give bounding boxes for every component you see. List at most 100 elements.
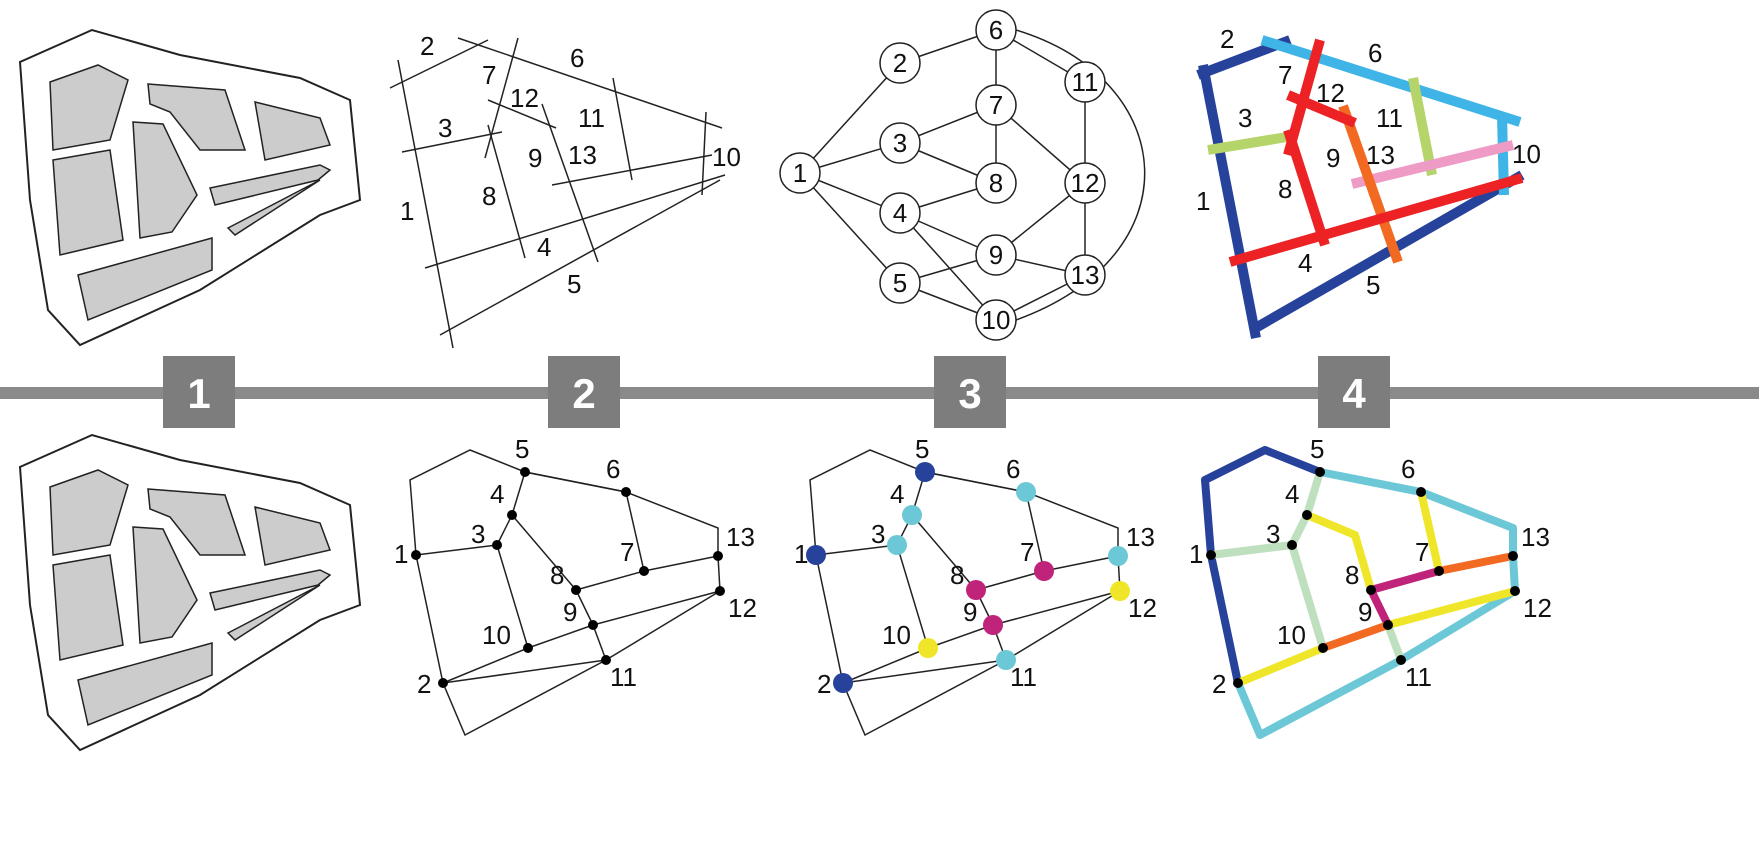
network-edge-4-5 xyxy=(511,471,526,516)
colored-edge-node-label-3: 3 xyxy=(1266,519,1280,549)
network-node-2 xyxy=(833,673,853,693)
line-6 xyxy=(457,37,723,129)
network-edge-6-7 xyxy=(625,491,645,572)
colored-edge-node-label-13: 13 xyxy=(1521,522,1550,552)
graph-node-6 xyxy=(975,9,1017,51)
colored-line-4 xyxy=(1228,173,1524,267)
colored-edge-node-2 xyxy=(1233,678,1243,688)
network-node-label-3: 3 xyxy=(471,519,485,549)
network-node-label-3: 3 xyxy=(871,519,885,549)
colored-edge-node-label-11: 11 xyxy=(1405,662,1432,692)
top-line-labels: 1 2 3 4 5 6 7 8 9 10 11 12 13 xyxy=(400,31,741,299)
network-node-5 xyxy=(915,462,935,482)
line-label-5: 5 xyxy=(567,269,581,299)
colored-edge-node-label-2: 2 xyxy=(1212,669,1226,699)
city-block xyxy=(209,164,332,206)
colored-edge-node-11 xyxy=(1396,655,1406,665)
line-label-8: 8 xyxy=(482,181,496,211)
colored-line-3 xyxy=(1207,131,1294,155)
colored-line-12 xyxy=(1286,90,1357,128)
line-2 xyxy=(389,39,489,89)
graph-node-label-12: 12 xyxy=(1071,168,1100,198)
network-node-label-10: 10 xyxy=(882,620,911,650)
line-label-2: 2 xyxy=(420,31,434,61)
network-node-3 xyxy=(887,535,907,555)
graph-node-label-4: 4 xyxy=(893,198,907,228)
network-node-label-5: 5 xyxy=(515,434,529,464)
city-block xyxy=(49,469,129,556)
graph-edges xyxy=(799,29,1086,321)
colored-label-4: 4 xyxy=(1298,248,1312,278)
graph-node-4 xyxy=(879,192,921,234)
network-node-12 xyxy=(715,586,725,596)
colored-edge-node-8 xyxy=(1366,585,1376,595)
network-node-label-11: 11 xyxy=(610,662,637,692)
graph-node-5 xyxy=(879,262,921,304)
step-badge-2: 2 xyxy=(548,356,620,428)
colored-label-10: 10 xyxy=(1512,139,1541,169)
graph-edge-1-5 xyxy=(799,172,901,284)
network-node-label-5: 5 xyxy=(915,434,929,464)
line-label-6: 6 xyxy=(570,43,584,73)
network-edge-8-7 xyxy=(575,570,645,591)
colored-edge-node-label-6: 6 xyxy=(1401,454,1415,484)
line-8 xyxy=(487,124,526,259)
colored-label-13: 13 xyxy=(1366,140,1395,170)
colored-label-1: 1 xyxy=(1196,186,1210,216)
line-label-11: 11 xyxy=(578,103,605,133)
graph-node-11 xyxy=(1064,61,1106,103)
edge-path-yellow-d xyxy=(1417,491,1443,572)
colored-label-12: 12 xyxy=(1316,78,1345,108)
city-block xyxy=(77,237,213,322)
graph-node-label-13: 13 xyxy=(1071,260,1100,290)
network-edge-3-4 xyxy=(496,514,513,546)
network-node-11 xyxy=(601,655,611,665)
graph-node-12 xyxy=(1064,162,1106,204)
line-10 xyxy=(701,111,707,196)
line-label-1: 1 xyxy=(400,196,414,226)
colored-edge-node-13 xyxy=(1508,551,1518,561)
colored-edge-node-3 xyxy=(1287,540,1297,550)
line-5 xyxy=(439,179,721,336)
network-node-13 xyxy=(713,551,723,561)
edge-path-dark-blue xyxy=(1201,446,1322,556)
network-node-7 xyxy=(639,566,649,576)
city-block xyxy=(254,505,331,566)
network-node-label-1: 1 xyxy=(794,539,808,569)
network-node-label-6: 6 xyxy=(1006,454,1020,484)
network-node-label-2: 2 xyxy=(817,669,831,699)
step-number-4: 4 xyxy=(1342,370,1366,417)
line-9 xyxy=(541,103,599,263)
step-badge-4: 4 xyxy=(1318,356,1390,428)
network-node-6 xyxy=(621,487,631,497)
city-block xyxy=(77,642,213,727)
network-edge-3-10 xyxy=(896,544,929,649)
line-1 xyxy=(397,59,454,349)
network-edge-7-13 xyxy=(1043,555,1119,572)
network-edge-2-11 xyxy=(442,659,607,684)
edge-path-cyan-bottom xyxy=(1234,587,1518,739)
city-block xyxy=(52,554,124,661)
network-node-10 xyxy=(523,643,533,653)
colored-line-5 xyxy=(1249,170,1525,335)
network-edge-4-8 xyxy=(911,514,977,591)
network-edge-8-7 xyxy=(975,570,1045,591)
edge-path-cyan-right xyxy=(1509,555,1519,592)
colored-edge-node-7 xyxy=(1434,566,1444,576)
colored-line-1 xyxy=(1198,64,1261,339)
edge-path-pale-green-b xyxy=(1288,543,1327,650)
colored-edge-node-label-4: 4 xyxy=(1285,479,1299,509)
colored-edge-node-label-12: 12 xyxy=(1523,593,1552,623)
graph-node-label-10: 10 xyxy=(982,305,1011,335)
edge-path-pale-green-a xyxy=(1210,470,1324,559)
network-edge-4-8 xyxy=(511,514,577,591)
network-node-9 xyxy=(588,620,598,630)
network-node-label-13: 13 xyxy=(1126,522,1155,552)
edge-path-orange-b xyxy=(1321,621,1390,652)
colored-label-5: 5 xyxy=(1366,270,1380,300)
network-node-label-4: 4 xyxy=(890,479,904,509)
